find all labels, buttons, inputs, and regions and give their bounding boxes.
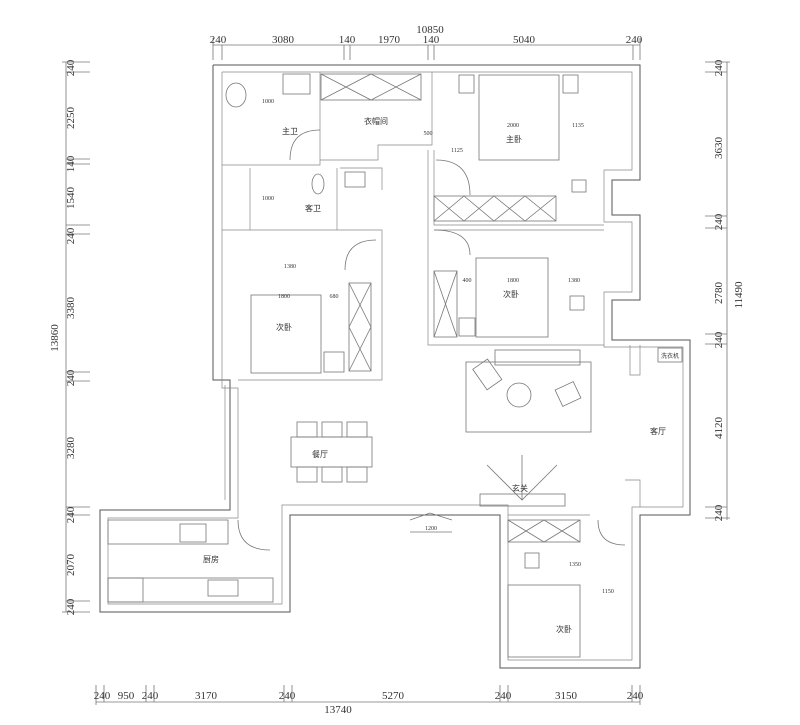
dim-label: 240 bbox=[279, 690, 296, 702]
dimension-bottom: 13740 240 950 240 3170 240 5270 240 3150… bbox=[94, 685, 644, 716]
dim-left-total: 13860 bbox=[49, 324, 61, 352]
dim-label: 3080 bbox=[272, 34, 295, 46]
dim-label: 1000 bbox=[262, 196, 274, 202]
dim-label: 3150 bbox=[555, 690, 578, 702]
dim-label: 240 bbox=[142, 690, 159, 702]
dim-label: 140 bbox=[423, 34, 440, 46]
dim-label: 500 bbox=[424, 131, 433, 137]
dim-label: 240 bbox=[495, 690, 512, 702]
dim-top-total: 10850 bbox=[416, 24, 444, 36]
dim-label: 2250 bbox=[65, 107, 77, 130]
dim-label: 240 bbox=[65, 59, 77, 76]
dim-label: 1135 bbox=[572, 123, 584, 129]
dim-label: 1200 bbox=[425, 526, 437, 532]
dim-label: 3170 bbox=[195, 690, 218, 702]
room-label-guest-bath: 客卫 bbox=[305, 203, 321, 213]
dim-label: 1800 bbox=[507, 278, 519, 284]
walls bbox=[99, 64, 691, 669]
room-label-bedroom-left: 次卧 bbox=[276, 322, 292, 332]
dim-label: 240 bbox=[713, 504, 725, 521]
furniture bbox=[107, 73, 683, 658]
dim-label: 240 bbox=[94, 690, 111, 702]
dim-label: 240 bbox=[713, 59, 725, 76]
dimension-top: 10850 240 3080 140 1970 140 5040 240 bbox=[210, 24, 643, 60]
dim-label: 3630 bbox=[713, 137, 725, 160]
dim-label: 240 bbox=[713, 331, 725, 348]
dim-label: 240 bbox=[626, 34, 643, 46]
dim-label: 680 bbox=[330, 294, 339, 300]
dim-label: 240 bbox=[627, 690, 644, 702]
room-label-master-bath: 主卫 bbox=[282, 126, 298, 136]
dim-label: 1125 bbox=[451, 148, 463, 154]
dimension-right: 11490 240 3630 240 2780 240 4120 240 bbox=[705, 59, 745, 521]
room-labels: 主卫 客卫 衣帽间 主卧 次卧 次卧 次卧 客厅 餐厅 厨房 玄关 洗衣机 bbox=[203, 116, 679, 634]
dim-label: 400 bbox=[463, 278, 472, 284]
inner-dimensions: 1000 1000 2000 1135 1125 500 1800 680 13… bbox=[262, 99, 614, 595]
room-label-living-room: 客厅 bbox=[650, 426, 666, 436]
dim-label: 950 bbox=[118, 690, 135, 702]
dim-label: 3280 bbox=[65, 437, 77, 460]
dim-label: 240 bbox=[210, 34, 227, 46]
dim-label: 140 bbox=[65, 155, 77, 172]
room-label-kitchen: 厨房 bbox=[203, 554, 219, 564]
dim-label: 1350 bbox=[569, 562, 581, 568]
dim-label: 5270 bbox=[382, 690, 405, 702]
dim-label: 140 bbox=[339, 34, 356, 46]
dim-label: 240 bbox=[65, 227, 77, 244]
dim-label: 1800 bbox=[278, 294, 290, 300]
dim-right-total: 11490 bbox=[733, 281, 745, 309]
room-label-dining: 餐厅 bbox=[312, 450, 328, 459]
room-label-master-bedroom: 主卧 bbox=[506, 134, 522, 144]
dim-label: 1540 bbox=[65, 187, 77, 210]
room-label-cloakroom: 衣帽间 bbox=[364, 116, 388, 126]
dim-label: 1000 bbox=[262, 99, 274, 105]
dim-label: 240 bbox=[65, 506, 77, 523]
dim-label: 2780 bbox=[713, 282, 725, 305]
dim-bottom-total: 13740 bbox=[324, 704, 352, 716]
room-label-washer: 洗衣机 bbox=[661, 352, 679, 360]
room-label-bedroom-right: 次卧 bbox=[503, 289, 519, 299]
room-label-entrance: 玄关 bbox=[512, 483, 528, 493]
dim-label: 2000 bbox=[507, 123, 519, 129]
dim-label: 240 bbox=[65, 598, 77, 615]
dim-label: 2070 bbox=[65, 554, 77, 577]
dimension-left: 13860 240 2250 140 1540 240 3380 240 328… bbox=[49, 59, 90, 615]
dim-label: 240 bbox=[713, 213, 725, 230]
dim-label: 4120 bbox=[713, 417, 725, 440]
dim-label: 5040 bbox=[513, 34, 536, 46]
dim-label: 240 bbox=[65, 369, 77, 386]
dim-label: 1150 bbox=[602, 589, 614, 595]
dim-label: 3380 bbox=[65, 297, 77, 320]
dim-label: 1380 bbox=[568, 278, 580, 284]
dim-label: 1970 bbox=[378, 34, 401, 46]
dim-label: 1380 bbox=[284, 264, 296, 270]
room-label-bedroom-bottom: 次卧 bbox=[556, 624, 572, 634]
